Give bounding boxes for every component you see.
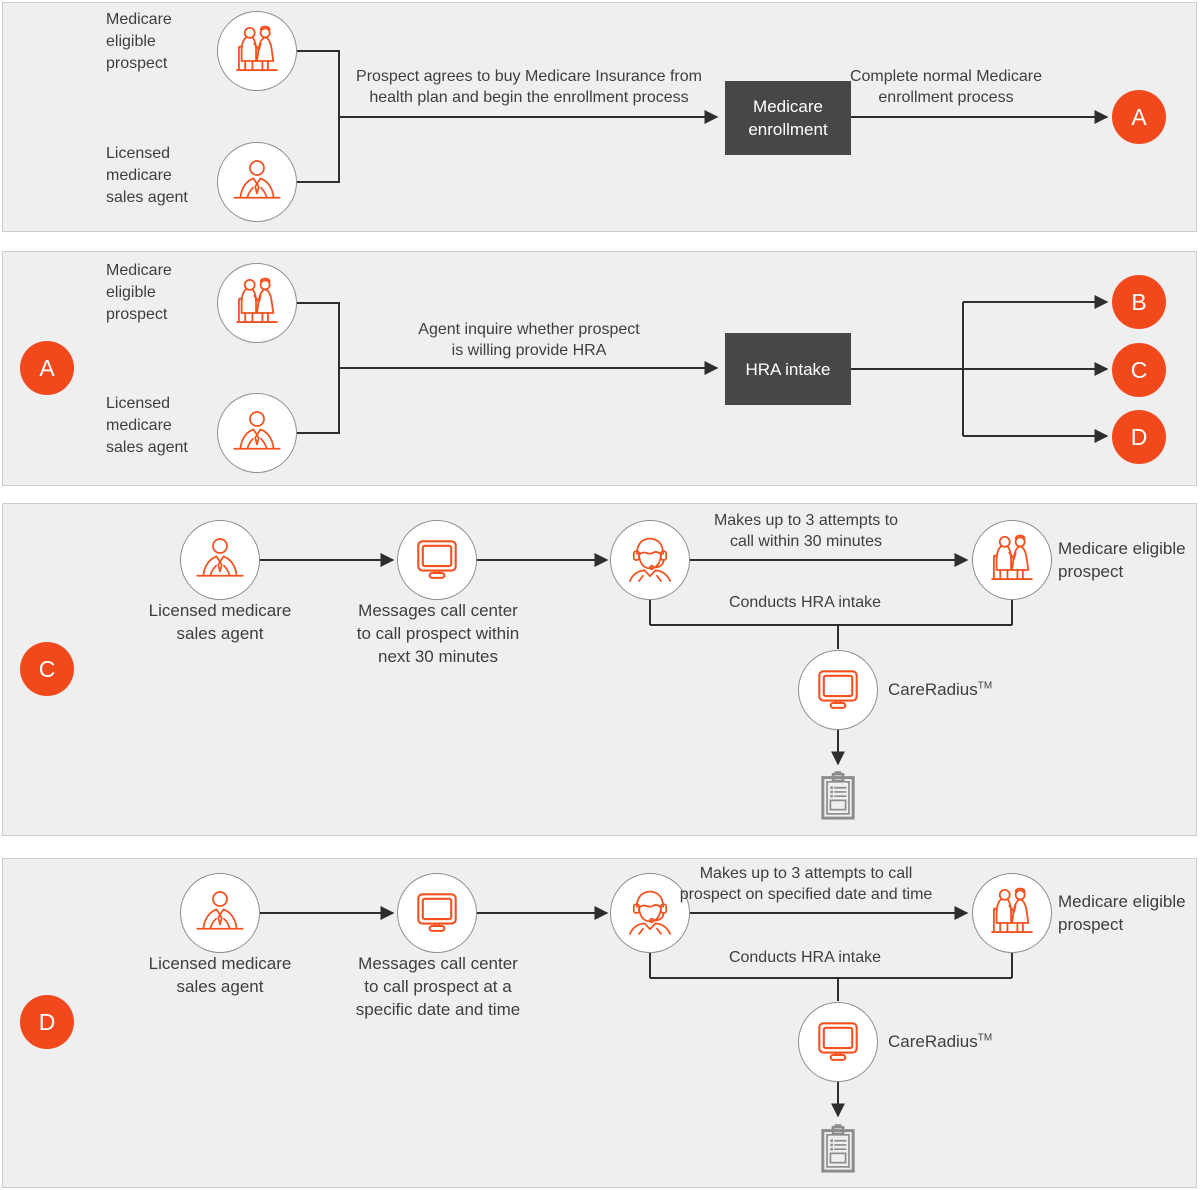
sales-agent-icon bbox=[229, 405, 285, 461]
elderly-couple-icon bbox=[228, 274, 286, 332]
clipboard-icon bbox=[814, 770, 862, 824]
elderly-couple-icon bbox=[983, 531, 1041, 589]
arrow-caption: Makes up to 3 attempts to call within 30… bbox=[713, 512, 899, 550]
call-center-node bbox=[610, 873, 690, 953]
agent-node bbox=[217, 393, 297, 473]
prospect-label: Medicare eligible prospect bbox=[1058, 892, 1186, 934]
connector-badge-d: D bbox=[20, 995, 74, 1049]
monitor-icon bbox=[411, 534, 463, 586]
monitor-icon bbox=[812, 664, 864, 716]
prospect-label: Medicare eligible prospect bbox=[106, 11, 172, 72]
arrow-caption: Makes up to 3 attempts to call prospect … bbox=[679, 865, 933, 903]
sales-agent-icon bbox=[192, 532, 248, 588]
agent-label: Licensed medicare sales agent bbox=[148, 601, 292, 643]
monitor-label: Messages call center to call prospect at… bbox=[355, 954, 521, 1019]
connector-badge-a: A bbox=[20, 341, 74, 395]
system-message-node bbox=[397, 873, 477, 953]
monitor-label: Messages call center to call prospect wi… bbox=[356, 601, 520, 666]
call-center-node bbox=[610, 520, 690, 600]
trademark-symbol: TM bbox=[977, 1032, 993, 1044]
agent-node bbox=[217, 142, 297, 222]
prospect-label: Medicare eligible prospect bbox=[1058, 539, 1186, 581]
arrow-caption: Prospect agrees to buy Medicare Insuranc… bbox=[356, 68, 702, 106]
careradius-label: CareRadiusTM bbox=[888, 1032, 993, 1051]
connector-badge-d: D bbox=[1112, 410, 1166, 464]
prospect-node bbox=[217, 263, 297, 343]
prospect-node bbox=[217, 11, 297, 91]
agent-label: Licensed medicare sales agent bbox=[106, 145, 188, 206]
monitor-icon bbox=[812, 1016, 864, 1068]
careradius-node bbox=[798, 1002, 878, 1082]
medicare-enrollment-box: Medicare enrollment bbox=[725, 81, 851, 155]
prospect-node bbox=[972, 873, 1052, 953]
agent-label: Licensed medicare sales agent bbox=[148, 954, 292, 996]
connector-badge-c: C bbox=[1112, 343, 1166, 397]
conducts-caption: Conducts HRA intake bbox=[728, 594, 882, 611]
careradius-node bbox=[798, 650, 878, 730]
clipboard-icon bbox=[814, 1123, 862, 1177]
agent-label: Licensed medicare sales agent bbox=[106, 395, 188, 456]
sales-agent-icon bbox=[229, 154, 285, 210]
connector-badge-b: B bbox=[1112, 275, 1166, 329]
conducts-caption: Conducts HRA intake bbox=[728, 949, 882, 966]
connector-badge-a: A bbox=[1112, 90, 1166, 144]
connector-badge-c: C bbox=[20, 642, 74, 696]
agent-node bbox=[180, 873, 260, 953]
prospect-label: Medicare eligible prospect bbox=[106, 262, 172, 323]
system-message-node bbox=[397, 520, 477, 600]
arrow-caption: Complete normal Medicare enrollment proc… bbox=[849, 68, 1043, 106]
careradius-label: CareRadiusTM bbox=[888, 680, 993, 699]
elderly-couple-icon bbox=[228, 22, 286, 80]
arrow-caption: Agent inquire whether prospect is willin… bbox=[418, 321, 640, 359]
prospect-node bbox=[972, 520, 1052, 600]
sales-agent-icon bbox=[192, 885, 248, 941]
monitor-icon bbox=[411, 887, 463, 939]
trademark-symbol: TM bbox=[977, 680, 993, 692]
agent-node bbox=[180, 520, 260, 600]
elderly-couple-icon bbox=[983, 884, 1041, 942]
hra-intake-box: HRA intake bbox=[725, 333, 851, 405]
